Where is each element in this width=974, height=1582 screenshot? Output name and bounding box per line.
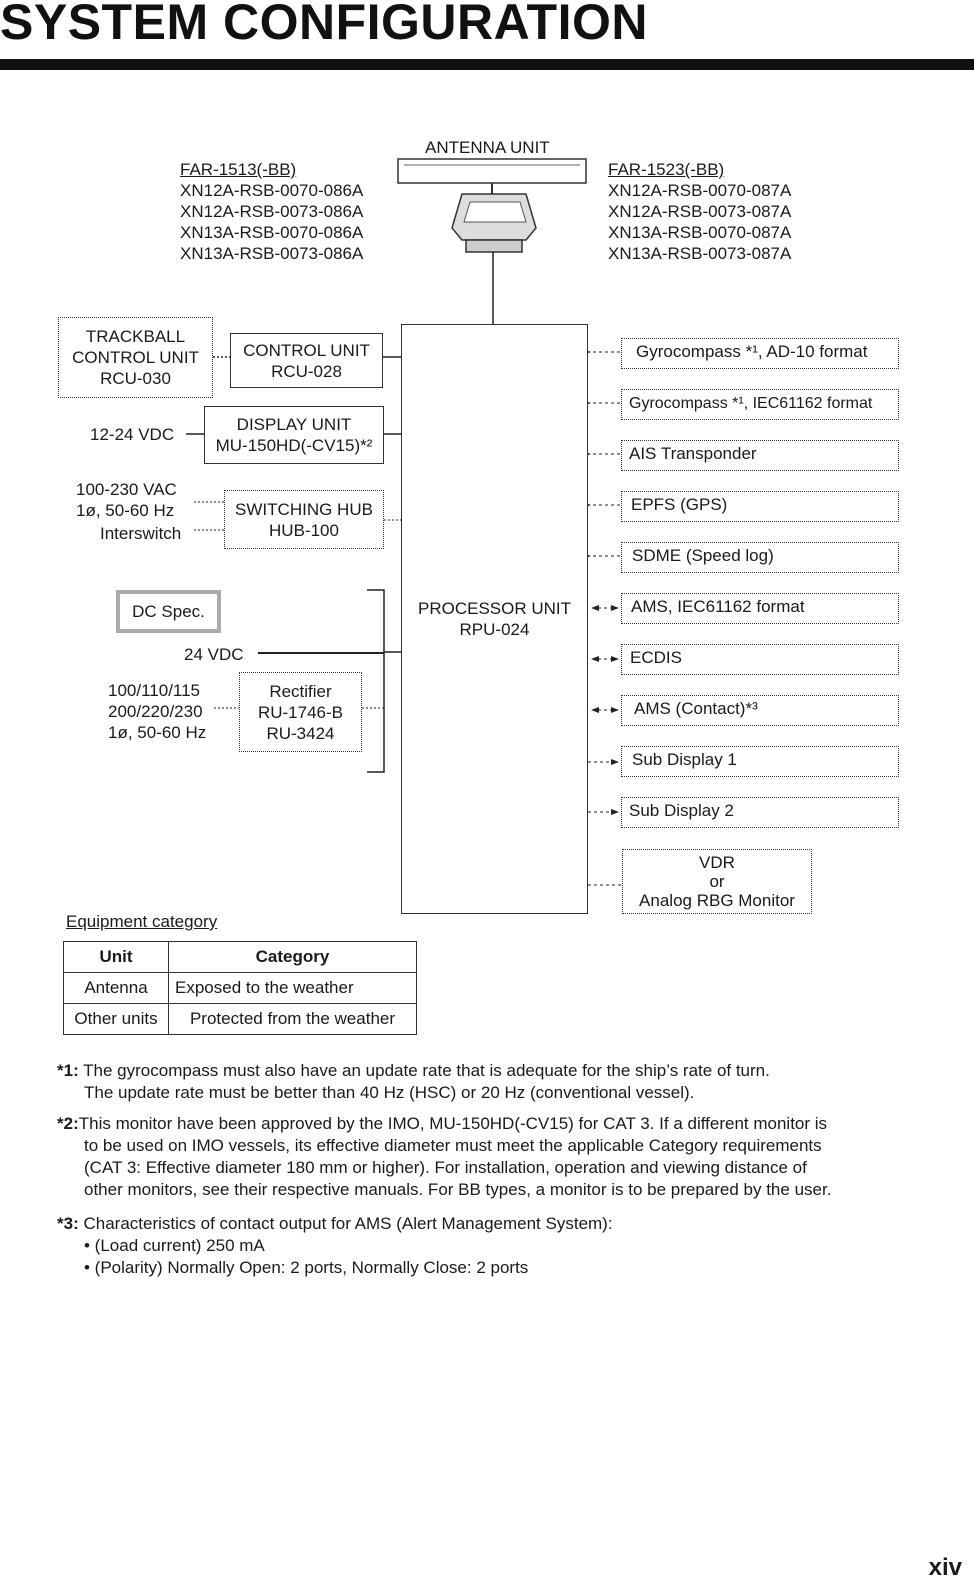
table-cell: Other units <box>63 1003 169 1035</box>
switching-hub: SWITCHING HUB HUB-100 <box>224 490 384 549</box>
sub-display-1-unit: Sub Display 1 <box>621 746 899 777</box>
antenna-unit-label: ANTENNA UNIT <box>425 138 550 157</box>
table-cell: Antenna <box>63 972 169 1004</box>
unit-label: VDR <box>699 853 735 872</box>
footnote-text: • (Polarity) Normally Open: 2 ports, Nor… <box>84 1258 529 1277</box>
column-header: Unit <box>63 941 169 973</box>
footnote-2: *2:This monitor have been approved by th… <box>57 1113 962 1201</box>
model-number: XN12A-RSB-0073-086A <box>180 202 364 221</box>
processor-unit: PROCESSOR UNIT RPU-024 <box>401 324 588 914</box>
model-number: XN12A-RSB-0070-086A <box>180 181 364 200</box>
model-number: XN13A-RSB-0070-086A <box>180 223 364 242</box>
unit-model: MU-150HD(-CV15)*² <box>215 436 373 455</box>
footnote-text: to be used on IMO vessels, its effective… <box>84 1136 822 1155</box>
footnote-text: The gyrocompass must also have an update… <box>83 1061 770 1080</box>
power-spec: 1ø, 50-60 Hz <box>108 723 207 742</box>
series-heading: FAR-1513(-BB) <box>180 160 297 179</box>
model-number: XN12A-RSB-0073-087A <box>608 202 792 221</box>
gyrocompass-iec-unit: Gyrocompass *¹, IEC61162 format <box>621 389 899 420</box>
ecdis-unit: ECDIS <box>621 644 899 675</box>
unit-label: CONTROL UNIT <box>243 340 370 360</box>
unit-model: RU-3424 <box>266 723 335 743</box>
model-number: XN13A-RSB-0073-087A <box>608 244 792 263</box>
power-spec: 100/110/115 <box>108 681 201 700</box>
unit-model: RCU-030 <box>100 369 171 388</box>
sub-display-2-unit: Sub Display 2 <box>621 797 899 828</box>
footnote-3: *3: Characteristics of contact output fo… <box>57 1213 957 1279</box>
vdr-unit: VDR or Analog RBG Monitor <box>622 849 812 914</box>
unit-label: TRACKBALL <box>85 327 186 346</box>
vdc24-label: 24 VDC <box>184 645 244 664</box>
column-header: Category <box>168 941 417 973</box>
page-title: SYSTEM CONFIGURATION <box>0 0 648 50</box>
unit-label: DISPLAY UNIT <box>236 415 352 434</box>
processor-unit-model: RPU-024 <box>459 620 530 639</box>
display-power-label: 12-24 VDC <box>90 425 175 444</box>
table-row: Other units Protected from the weather <box>63 1003 417 1035</box>
unit-label: or <box>709 872 725 891</box>
table-cell: Protected from the weather <box>168 1003 417 1035</box>
unit-label: SWITCHING HUB <box>235 499 373 519</box>
unit-model: HUB-100 <box>269 520 339 540</box>
footnote-text: (CAT 3: Effective diameter 180 mm or hig… <box>84 1158 807 1177</box>
table-header-row: Unit Category <box>63 941 417 973</box>
gyrocompass-ad10-unit: Gyrocompass *¹, AD-10 format <box>621 338 899 369</box>
power-spec: 100-230 VAC <box>76 480 177 499</box>
left-antenna-series: FAR-1513(-BB) XN12A-RSB-0070-086A XN12A-… <box>180 159 363 264</box>
right-antenna-series: FAR-1523(-BB) XN12A-RSB-0070-087A XN12A-… <box>608 159 791 264</box>
page-number: xiv <box>928 1554 962 1581</box>
table-row: Antenna Exposed to the weather <box>63 972 417 1004</box>
rectifier-unit: Rectifier RU-1746-B RU-3424 <box>239 672 362 752</box>
footnote-mark: *1: <box>57 1061 79 1080</box>
sdme-speed-log-unit: SDME (Speed log) <box>621 542 899 573</box>
unit-label: Rectifier <box>269 681 332 701</box>
dc-spec-badge: DC Spec. <box>116 590 221 633</box>
epfs-gps-unit: EPFS (GPS) <box>621 491 899 522</box>
footnote-text: other monitors, see their respective man… <box>84 1180 832 1199</box>
power-spec: 200/220/230 <box>108 702 203 721</box>
unit-label: CONTROL UNIT <box>72 348 199 367</box>
ams-iec-unit: AMS, IEC61162 format <box>621 593 899 624</box>
footnote-1: *1: The gyrocompass must also have an up… <box>57 1060 957 1104</box>
unit-model: RCU-028 <box>271 361 342 381</box>
model-number: XN12A-RSB-0070-087A <box>608 181 792 200</box>
ams-contact-unit: AMS (Contact)*³ <box>621 695 899 726</box>
footnote-text: The update rate must be better than 40 H… <box>84 1083 695 1102</box>
table-cell: Exposed to the weather <box>168 972 417 1004</box>
hub-power-label: 100-230 VAC 1ø, 50-60 Hz <box>76 479 177 521</box>
unit-label: Analog RBG Monitor <box>639 891 795 910</box>
ais-transponder-unit: AIS Transponder <box>621 440 899 471</box>
model-number: XN13A-RSB-0070-087A <box>608 223 792 242</box>
series-heading: FAR-1523(-BB) <box>608 160 725 179</box>
footnote-text: • (Load current) 250 mA <box>84 1236 265 1255</box>
control-unit: CONTROL UNIT RCU-028 <box>230 333 383 388</box>
antenna-icon <box>397 158 587 253</box>
equipment-category-heading: Equipment category <box>66 912 218 931</box>
equipment-category-table: Unit Category Antenna Exposed to the wea… <box>63 941 417 1035</box>
display-unit: DISPLAY UNIT MU-150HD(-CV15)*² <box>204 406 384 464</box>
power-spec: 1ø, 50-60 Hz <box>76 501 175 520</box>
trackball-control-unit: TRACKBALL CONTROL UNIT RCU-030 <box>58 317 213 398</box>
title-rule <box>0 59 974 70</box>
footnote-text: Characteristics of contact output for AM… <box>83 1214 613 1233</box>
rectifier-power-label: 100/110/115 200/220/230 1ø, 50-60 Hz <box>108 680 206 743</box>
model-number: XN13A-RSB-0073-086A <box>180 244 364 263</box>
footnote-text: This monitor have been approved by the I… <box>78 1114 828 1133</box>
unit-model: RU-1746-B <box>257 702 344 722</box>
processor-unit-name: PROCESSOR UNIT <box>417 599 572 618</box>
footnote-mark: *2: <box>57 1114 79 1133</box>
footnote-mark: *3: <box>57 1214 79 1233</box>
interswitch-label: Interswitch <box>100 524 182 543</box>
